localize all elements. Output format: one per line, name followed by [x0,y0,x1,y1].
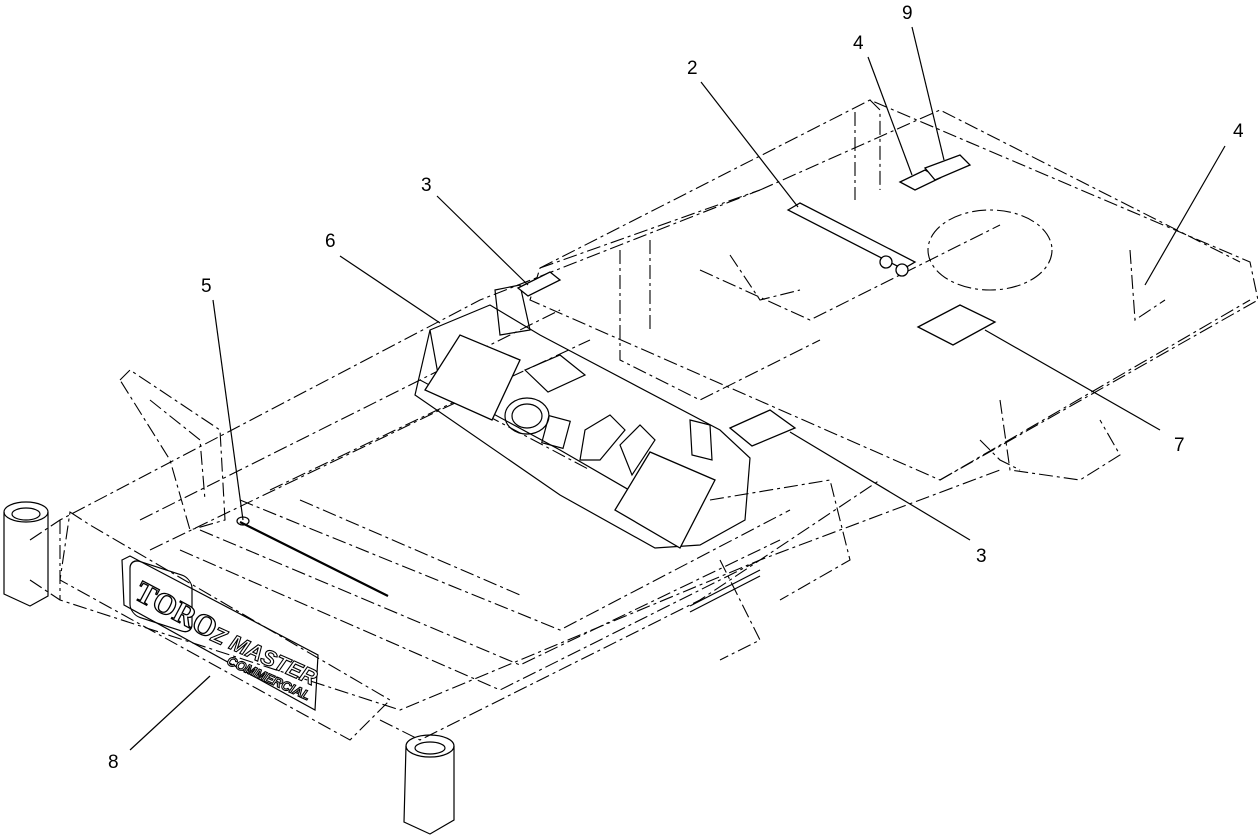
rear-decal-strip [786,202,917,277]
callout-8: 8 [108,752,119,773]
lift-bar [236,516,389,597]
left-bracket [119,369,226,531]
callout-9: 9 [902,3,913,24]
callout-3-right: 3 [976,546,987,567]
callout-2: 2 [687,58,698,79]
rear-platform [529,99,1258,481]
callout-4-upper: 4 [853,33,864,54]
callout-4-right: 4 [1233,121,1244,142]
callout-6: 6 [325,231,336,252]
toro-logo-text: TORO [130,575,223,645]
caster-left [3,501,49,607]
leader-lines [129,26,1226,751]
main-frame [29,189,1001,741]
front-bumper-plate [59,511,391,741]
caster-right [403,734,455,835]
callout-labels: 2 4 9 4 3 6 5 7 3 8 [108,3,1244,773]
callout-5: 5 [201,276,212,297]
toro-logo: TORO Z MASTER COMMERCIAL [129,560,322,704]
seat-strap-right [728,409,797,447]
rear-decal-small [898,154,972,191]
callout-3-left: 3 [421,175,432,196]
control-console [414,284,751,549]
side-decal-7 [916,304,997,346]
seat-strap-left [516,271,562,297]
callout-7: 7 [1174,435,1185,456]
